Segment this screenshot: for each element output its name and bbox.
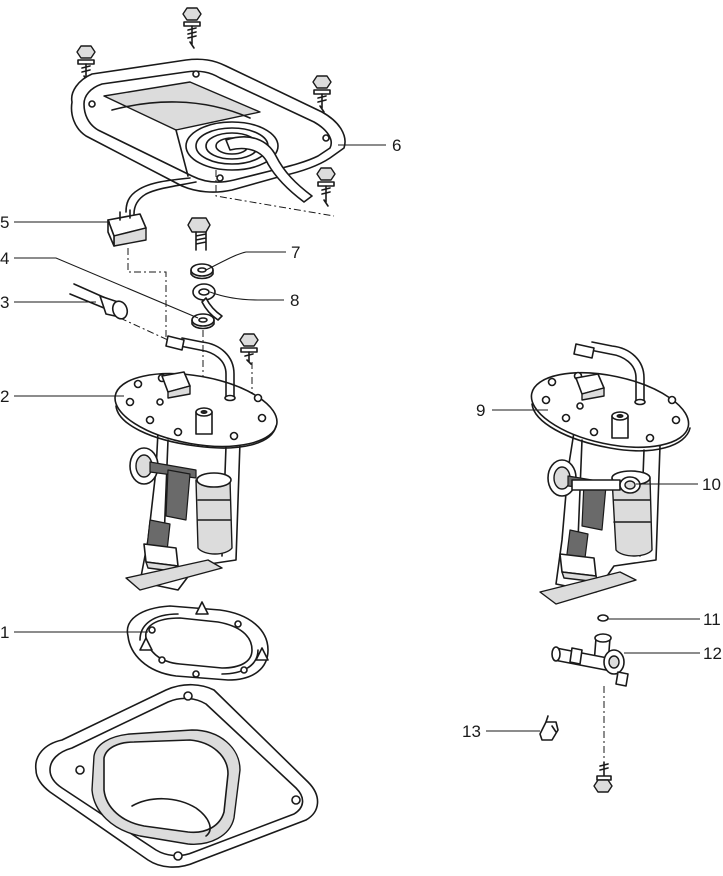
washer-lower <box>191 313 215 330</box>
screw-tee <box>593 761 613 793</box>
screw-cover-front <box>316 167 336 207</box>
callout-5: 5 <box>0 213 9 232</box>
callout-4: 4 <box>0 249 9 268</box>
callout-10: 10 <box>702 475 721 494</box>
wiring-connector <box>107 209 147 247</box>
callout-8: 8 <box>290 291 299 310</box>
wire-harness <box>125 177 197 215</box>
retaining-clip <box>539 715 559 741</box>
callout-11: 11 <box>703 610 721 629</box>
callout-3: 3 <box>0 293 9 312</box>
callout-7: 7 <box>291 243 300 262</box>
tee-connector <box>551 633 629 687</box>
callout-2: 2 <box>0 387 9 406</box>
fuel-hose <box>69 283 129 320</box>
bolt-fuel-line <box>187 217 211 251</box>
banjo-fitting <box>192 283 223 321</box>
washer-upper <box>190 263 214 280</box>
callout-6: 6 <box>392 136 401 155</box>
o-ring <box>597 614 609 622</box>
screw-top-center <box>182 7 202 49</box>
screw-top-left <box>76 45 96 83</box>
screw-top-right <box>312 75 332 113</box>
callout-12: 12 <box>703 644 722 663</box>
callout-9: 9 <box>476 401 485 420</box>
flange-gasket <box>126 601 269 681</box>
fuel-pump-module-right <box>530 341 691 605</box>
callout-13: 13 <box>462 722 481 741</box>
tank-opening <box>35 683 319 868</box>
fuel-pump-assembly <box>114 335 278 591</box>
leader-lines <box>14 144 700 732</box>
screw-flange <box>239 333 259 365</box>
callout-1: 1 <box>0 623 9 642</box>
access-cover <box>70 58 346 203</box>
